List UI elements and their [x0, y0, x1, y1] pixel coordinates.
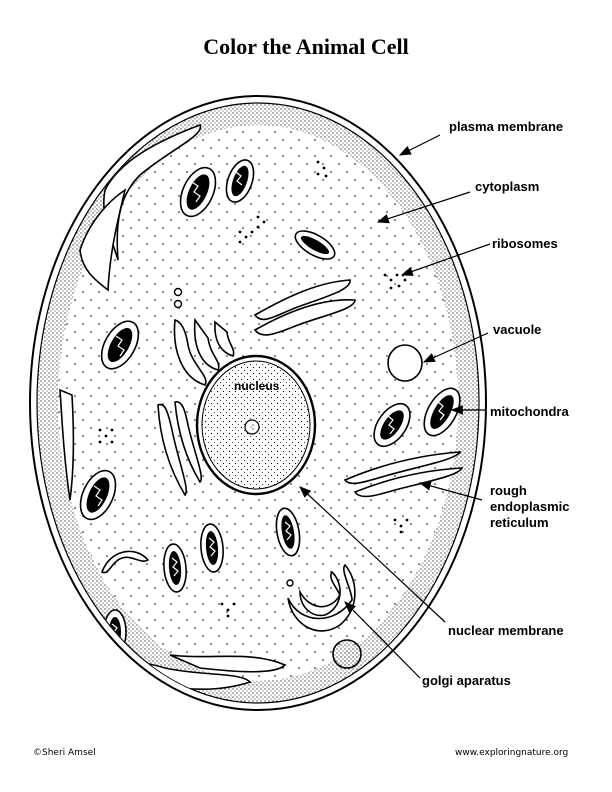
label-nuclear-membrane: nuclear membrane — [448, 623, 564, 638]
vesicles — [173, 287, 294, 587]
label-golgi: golgi aparatus — [422, 673, 511, 688]
endoplasmic-reticulum-left — [59, 123, 287, 690]
label-mitochondra: mitochondra — [490, 404, 569, 419]
vacuole — [387, 344, 423, 382]
label-plasma-membrane: plasma membrane — [449, 119, 564, 134]
golgi-left — [157, 401, 202, 497]
lysosome — [332, 639, 362, 669]
website-text: www.exploringnature.org — [455, 748, 569, 758]
label-rough-er-1: rough — [490, 483, 527, 498]
label-rough-er-2: endoplasmic — [490, 499, 570, 514]
ribosome-clusters — [98, 160, 409, 618]
label-vacuole: vacuole — [493, 322, 542, 337]
label-rough-er-3: reticulum — [490, 515, 549, 530]
rough-er — [343, 451, 464, 498]
label-cytoplasm: cytoplasm — [475, 179, 540, 194]
copyright-text: ©Sheri Amsel — [33, 748, 96, 758]
page-title: Color the Animal Cell — [203, 34, 409, 59]
golgi-bottom — [101, 550, 356, 632]
golgi-upper — [173, 279, 356, 386]
label-nucleus: nucleus — [234, 379, 280, 393]
leader-lines — [299, 134, 491, 679]
label-ribosomes: ribosomes — [492, 236, 558, 251]
